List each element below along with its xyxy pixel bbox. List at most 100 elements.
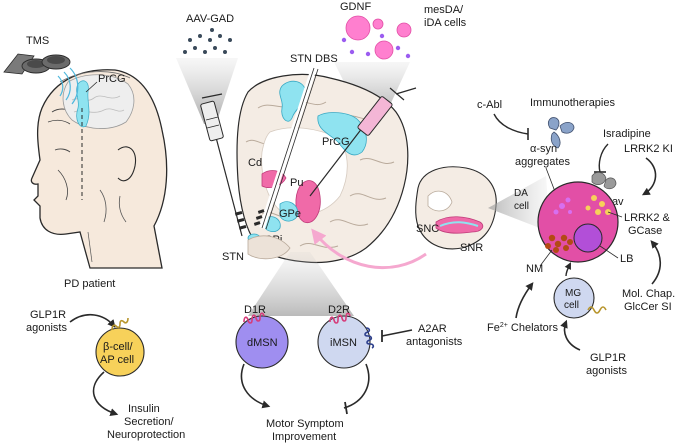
dmsn-to-motor-arrow (240, 363, 271, 409)
c-abl-inhibit-line (493, 113, 529, 135)
imsn-cell (317, 312, 375, 369)
label-mesda-1: mesDA/ (424, 4, 464, 16)
midbrain-outline (415, 166, 497, 250)
isradipine-inhibit-line (598, 143, 609, 173)
patient-head (30, 69, 168, 269)
beta-to-insulin-arrow (92, 371, 119, 417)
imsn-to-motor-inhibit (343, 363, 370, 409)
label-glp1r-left-1: GLP1R (30, 309, 66, 321)
tms-wave (63, 71, 71, 101)
asyn-drops (553, 197, 572, 215)
d1r-receptor (243, 312, 265, 324)
label-a2ar-1: A2AR (418, 323, 447, 335)
pd-patient-figure: PrCG (30, 69, 168, 269)
glp1r-right-arrow (560, 319, 581, 351)
label-lb: LB (620, 253, 633, 265)
gdnf-syringe (309, 87, 417, 197)
tms-coil: TMS (3, 35, 79, 105)
label-da-2: cell (514, 201, 529, 212)
da-cell-zoom-cone (488, 176, 550, 232)
label-mg-1: MG (565, 288, 581, 299)
label-gdnf: GDNF (340, 1, 371, 13)
substantia-nigra (435, 216, 484, 234)
d2r-receptor (329, 312, 351, 324)
label-c-abl: c-Abl (477, 99, 502, 111)
label-lrrk2-gcase-2: GCase (628, 225, 662, 237)
mg-cell (553, 277, 607, 319)
label-mg-2: cell (564, 300, 579, 311)
label-insulin-1: Insulin (128, 403, 160, 415)
glp1r-left-arrow (69, 314, 116, 328)
label-motor-2: Improvement (272, 431, 336, 443)
lewy-body (573, 223, 603, 253)
label-da-1: DA (514, 188, 528, 199)
label-prcg-left: PrCG (98, 73, 126, 85)
beta-cell (95, 317, 145, 377)
patient-prcg-region (76, 80, 90, 128)
beta-cell-body (95, 327, 145, 377)
label-immunotherapies: Immunotherapies (530, 97, 615, 109)
lrrk2-ki-arrow (641, 157, 657, 196)
prcg-gyrus-side (317, 112, 367, 156)
gdnf-cone (334, 62, 410, 118)
label-dmsn: dMSN (247, 337, 278, 349)
label-lrrk2-ki: LRRK2 KI (624, 143, 673, 155)
label-asyn-2: aggregates (515, 156, 571, 168)
patient-ear (117, 146, 137, 182)
label-snc: SNC (416, 223, 439, 235)
label-stn: STN (222, 251, 244, 263)
gpe (279, 201, 299, 222)
label-a2ar-2: antagonists (406, 336, 463, 348)
label-glp1r-right-2: agonists (586, 365, 627, 377)
striatum-zoom-cone (248, 252, 354, 316)
label-beta-2: AP cell (100, 354, 134, 366)
label-motor-1: Motor Symptom (266, 418, 344, 430)
aav-gad-syringe (200, 93, 247, 237)
label-d2r: D2R (328, 304, 350, 316)
prcg-gyrus-top (279, 80, 307, 122)
label-nm: NM (526, 263, 543, 275)
cav-channel (591, 172, 617, 190)
imsn-body (317, 315, 371, 369)
nigrostriatal-arrow (311, 228, 427, 269)
label-tms: TMS (26, 35, 49, 47)
tms-wave (57, 75, 64, 97)
label-pd-patient: PD patient (64, 278, 115, 290)
mg-glp1r-receptor (587, 306, 607, 314)
fe-chelators-arrow (515, 282, 534, 319)
mg-cell-body (553, 277, 595, 319)
label-asyn-1: α-syn (530, 143, 557, 155)
label-insulin-2: Secretion/ (124, 416, 174, 428)
midbrain-section: SNC SNR (415, 166, 497, 254)
da-cell (537, 181, 619, 263)
label-cd: Cd (248, 157, 262, 169)
label-mol-chap-1: Mol. Chap. (622, 288, 675, 300)
neuromelanin (545, 234, 573, 253)
mol-chap-arrow (650, 240, 662, 285)
label-fe-chelators: Fe2+ Chelators (487, 322, 558, 334)
mg-to-da-arrow (564, 262, 571, 277)
gdnf-delivery: GDNF mesDA/ iDA cells (334, 1, 467, 118)
label-aav-gad: AAV-GAD (186, 13, 234, 25)
label-glp1r-right-1: GLP1R (590, 352, 626, 364)
label-stn-dbs: STN DBS (290, 53, 338, 65)
label-beta-1: β-cell/ (103, 341, 133, 353)
label-mesda-2: iDA cells (424, 17, 467, 29)
dmsn-cell (235, 312, 289, 369)
gdnf-particles (341, 33, 411, 59)
label-pu: Pu (290, 177, 303, 189)
label-imsn: iMSN (330, 337, 357, 349)
label-snr: SNR (460, 242, 483, 254)
stn-dbs-electrode: STN DBS (253, 53, 338, 230)
tms-wave (69, 67, 79, 105)
a2ar-inhibit-line (381, 329, 413, 337)
label-mol-chap-2: GlcCer SI (624, 301, 672, 313)
label-lrrk2-gcase-1: LRRK2 & (624, 212, 671, 224)
label-gpe: GPe (279, 208, 301, 220)
aav-gad-delivery: AAV-GAD (176, 13, 238, 124)
asyn-antibody-icon (548, 117, 575, 149)
label-prcg-brain: PrCG (322, 136, 350, 148)
label-isradipine: Isradipine (603, 128, 651, 140)
aav-gad-cone (176, 58, 238, 124)
